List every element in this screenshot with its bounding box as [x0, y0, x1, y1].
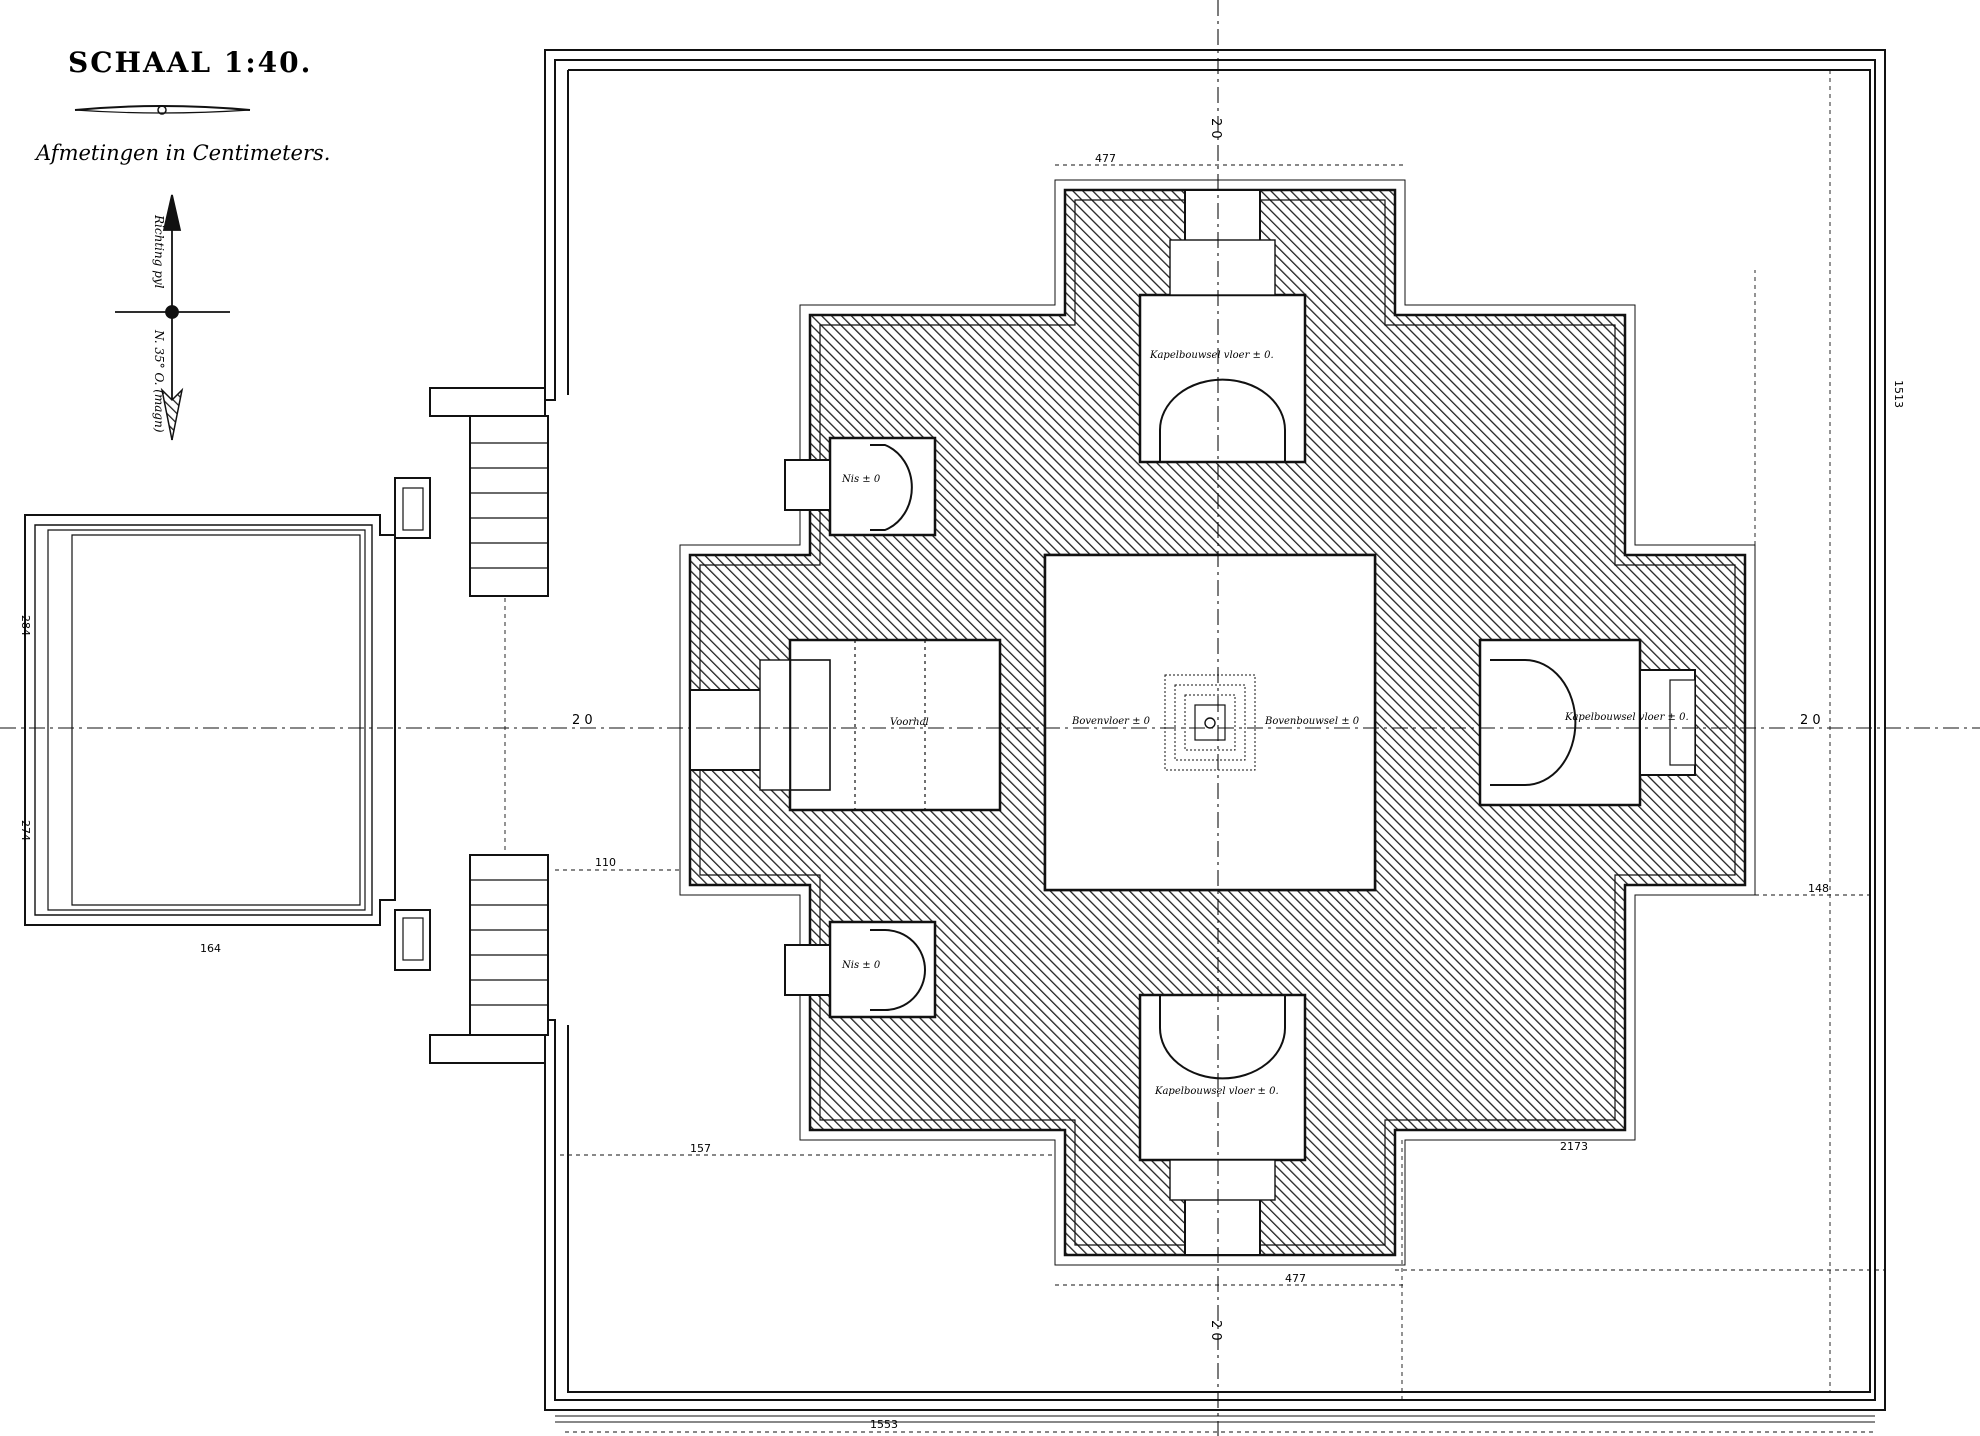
entry-passages	[689, 189, 1696, 1256]
compass-label-bottom: N. 35° O. (magn)	[152, 329, 166, 433]
title-rule	[74, 105, 251, 115]
dimension-lines	[504, 70, 1885, 1433]
north-arrow-icon	[115, 194, 230, 441]
room-label-chapel-south: Kapelbouwsel vloer ± 0.	[1154, 1086, 1279, 1097]
dim-top-wing: 477	[1095, 152, 1116, 165]
room-label-chapel-north: Kapelbouwsel vloer ± 0.	[1149, 350, 1274, 361]
dim-left-court-b: 274	[19, 820, 32, 841]
temple-masonry	[679, 179, 1756, 1266]
dim-lower-left: 157	[690, 1142, 711, 1155]
stair-north	[394, 387, 549, 597]
chapel-arches	[870, 378, 1577, 1080]
room-label-niche-nw: Nis ± 0	[841, 474, 881, 485]
axis-mark-left: 2 0	[572, 713, 593, 728]
compass-label-top: Richting pyl	[152, 214, 166, 289]
room-label-cella-right: Bovenbouwsel ± 0	[1264, 716, 1360, 727]
vestibule	[789, 640, 926, 810]
room-label-cella-left: Bovenvloer ± 0	[1071, 716, 1151, 727]
scale-title: SCHAAL 1:40.	[68, 46, 312, 79]
forecourt	[24, 514, 396, 926]
dim-bottom-wing: 477	[1285, 1272, 1306, 1285]
dim-outer-right: 1513	[1892, 380, 1905, 408]
axis-mark-bottom: 2 0	[1208, 1320, 1223, 1341]
axis-mark-top: 2 0	[1208, 118, 1223, 139]
central-cella	[1043, 553, 1377, 892]
dim-right-wing: 148	[1808, 882, 1829, 895]
dim-mid: 2173	[1560, 1140, 1588, 1153]
room-label-niche-sw: Nis ± 0	[841, 960, 881, 971]
dim-outer-bottom: 1553	[870, 1418, 898, 1431]
stair-south	[394, 854, 549, 1064]
dim-stair: 110	[595, 856, 616, 869]
axis-mark-right: 2 0	[1800, 713, 1821, 728]
outer-enclosure	[544, 49, 1886, 1423]
units-note: Afmetingen in Centimeters.	[34, 141, 330, 165]
dim-court-width: 164	[200, 942, 221, 955]
room-label-chapel-east: Kapelbouwsel vloer ± 0.	[1564, 712, 1689, 723]
dim-left-court: 284	[19, 615, 32, 636]
room-label-vestibule: Voorhal	[890, 717, 929, 728]
